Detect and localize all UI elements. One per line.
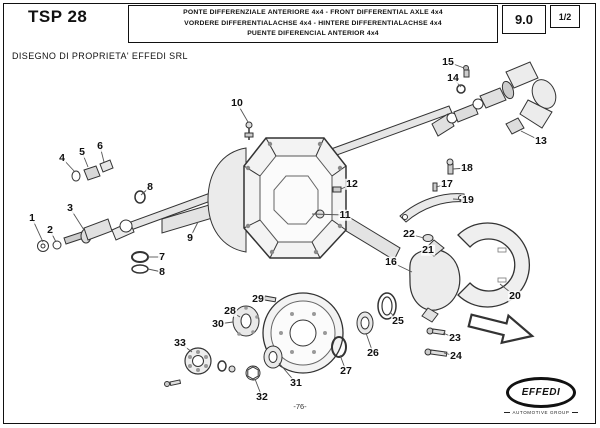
effedi-logo-oval: EFFEDI	[506, 377, 576, 408]
callout-20: 20	[508, 289, 522, 302]
callout-10: 10	[230, 96, 244, 109]
callout-28: 28	[223, 304, 237, 317]
callout-32: 32	[255, 390, 269, 403]
callout-25: 25	[391, 314, 405, 327]
callout-7: 7	[158, 250, 166, 263]
callout-8: 8	[146, 180, 154, 193]
section-number-box: 9.0	[502, 5, 546, 34]
callout-26: 26	[366, 346, 380, 359]
title-block: PONTE DIFFERENZIALE ANTERIORE 4x4 - FRON…	[128, 5, 498, 43]
callout-2: 2	[46, 223, 54, 236]
callout-13: 13	[534, 134, 548, 147]
callout-8: 8	[158, 265, 166, 278]
callout-18: 18	[460, 161, 474, 174]
callout-24: 24	[449, 349, 463, 362]
effedi-logo-subtitle: AUTOMOTIVE GROUP	[504, 410, 578, 415]
callout-21: 21	[421, 243, 435, 256]
callout-19: 19	[461, 193, 475, 206]
brake-backing-plate	[457, 222, 530, 308]
title-line-it-en: PONTE DIFFERENZIALE ANTERIORE 4x4 - FRON…	[183, 9, 443, 17]
callout-17: 17	[440, 177, 454, 190]
callout-29: 29	[251, 292, 265, 305]
hub-drum-assembly	[164, 292, 397, 387]
callout-14: 14	[446, 71, 460, 84]
direction-arrow	[467, 313, 535, 345]
callout-6: 6	[96, 139, 104, 152]
callout-12: 12	[345, 177, 359, 190]
callout-22: 22	[402, 227, 416, 240]
logo-rule-right	[571, 412, 578, 413]
callout-16: 16	[384, 255, 398, 268]
page-number: -76-	[293, 402, 307, 411]
callout-1: 1	[28, 211, 36, 224]
callout-15: 15	[441, 55, 455, 68]
page-code: TSP 28	[28, 7, 88, 26]
logo-subtitle-text: AUTOMOTIVE GROUP	[512, 410, 570, 415]
logo-rule-left	[504, 412, 511, 413]
property-note: DISEGNO DI PROPRIETA' EFFEDI SRL	[12, 51, 188, 61]
sheet-number-box: 1/2	[550, 5, 580, 28]
effedi-logo: EFFEDI AUTOMOTIVE GROUP	[504, 377, 578, 415]
callout-4: 4	[58, 151, 66, 164]
callout-5: 5	[78, 145, 86, 158]
differential-housing	[161, 121, 401, 261]
double-cardan-joint	[431, 61, 557, 137]
title-line-es: PUENTE DIFERENCIAL ANTERIOR 4x4	[247, 30, 379, 38]
callout-3: 3	[66, 201, 74, 214]
callout-27: 27	[339, 364, 353, 377]
breather-plug	[244, 121, 254, 140]
knuckle-bolts	[424, 327, 448, 357]
callout-30: 30	[211, 317, 225, 330]
callout-33: 33	[173, 336, 187, 349]
callout-11: 11	[338, 208, 352, 221]
callout-31: 31	[289, 376, 303, 389]
left-cv-joint	[37, 159, 149, 274]
callout-9: 9	[186, 231, 194, 244]
callout-23: 23	[448, 331, 462, 344]
title-line-de: VORDERE DIFFERENTIALACHSE 4x4 - HINTERE …	[184, 19, 442, 27]
